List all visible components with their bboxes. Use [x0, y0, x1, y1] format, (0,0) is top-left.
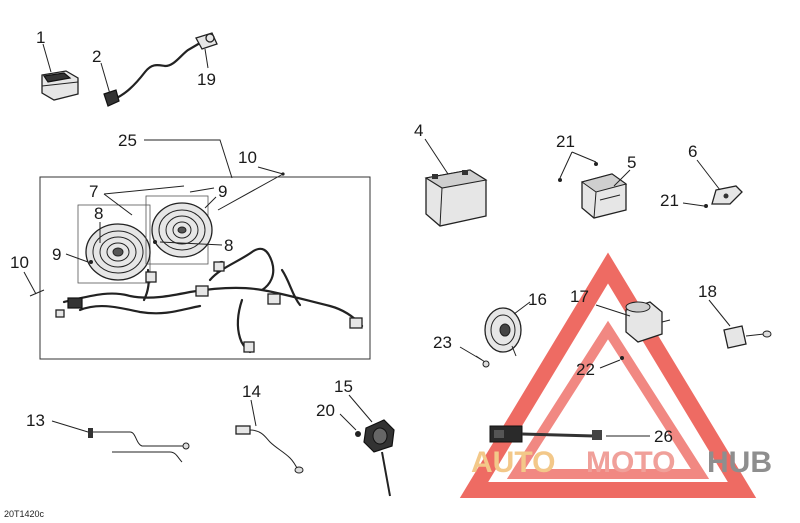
leader-10-top-b [217, 173, 284, 211]
part-26-module [489, 425, 602, 443]
callout-20: 20 [316, 401, 335, 420]
callout-9-right: 9 [218, 182, 227, 201]
watermark-auto-text: AUTO [471, 446, 555, 479]
part-22-screw [620, 356, 624, 360]
screw-21a-left [558, 178, 562, 182]
part-14-sensor-cable [235, 425, 304, 474]
part-6-bracket [711, 185, 743, 205]
callout-16: 16 [528, 290, 547, 309]
callout-13: 13 [26, 411, 45, 430]
headlight-left [77, 204, 151, 284]
callout-26: 26 [654, 427, 673, 446]
callout-17: 17 [570, 287, 589, 306]
watermark-logo [459, 252, 757, 498]
harness-group-frame [39, 176, 371, 360]
part-17-sensor-can [625, 301, 671, 343]
leader-16 [513, 301, 531, 315]
leader-9-right-a [189, 187, 215, 193]
part-15-speed-sensor [363, 419, 395, 497]
watermark-hub-text: HUB [707, 446, 772, 479]
part-18-switch [723, 325, 772, 349]
leader-21a-a [559, 151, 573, 179]
leader-15 [348, 394, 373, 423]
leader-10-left [23, 271, 37, 295]
leader-10-top [257, 166, 284, 175]
part-16-horn [484, 307, 522, 357]
leader-19 [204, 48, 209, 69]
part-20-washer [355, 431, 361, 437]
leader-9-left [65, 253, 89, 263]
callout-1: 1 [36, 28, 45, 47]
watermark-moto-text: MOTO [586, 446, 675, 479]
callout-21-right: 21 [660, 191, 679, 210]
callout-18: 18 [698, 282, 717, 301]
callout-5: 5 [627, 153, 636, 172]
leader-9-right-b [204, 196, 217, 209]
leader-4 [424, 138, 449, 175]
callout-10-left: 10 [10, 253, 29, 272]
callout-14: 14 [242, 382, 261, 401]
wiring-harness [55, 247, 364, 354]
callout-8-right: 8 [224, 236, 233, 255]
leader-21a-b [571, 151, 597, 163]
screw-21a-right [594, 162, 598, 166]
leader-2 [100, 62, 111, 95]
headlight-right [145, 195, 213, 265]
callout-22: 22 [576, 360, 595, 379]
callout-8-left: 8 [94, 204, 103, 223]
leader-1 [42, 43, 52, 73]
callout-9-left: 9 [52, 245, 61, 264]
callout-21-top: 21 [556, 132, 575, 151]
callout-23: 23 [433, 333, 452, 352]
leader-23 [459, 346, 483, 361]
callout-15: 15 [334, 377, 353, 396]
leader-13 [51, 420, 89, 433]
callout-25: 25 [118, 131, 137, 150]
leader-7a [103, 193, 133, 216]
leader-20 [339, 413, 357, 431]
callout-7: 7 [89, 182, 98, 201]
callout-10-top: 10 [238, 148, 257, 167]
leader-17 [595, 304, 631, 317]
leader-14 [250, 399, 257, 427]
leader-18 [708, 299, 731, 327]
leader-21b [682, 202, 705, 207]
leader-5 [613, 169, 631, 187]
part-13-wire-lead [88, 428, 190, 463]
leader-6 [696, 159, 721, 191]
callout-4: 4 [414, 121, 423, 140]
callout-2: 2 [92, 47, 101, 66]
leader-25 [144, 139, 233, 179]
callout-6: 6 [688, 142, 697, 161]
callout-19: 19 [197, 70, 216, 89]
part-2-sensor-lead [103, 32, 218, 107]
part-4-battery [424, 169, 488, 227]
leader-7b [103, 185, 185, 195]
leader-22 [599, 359, 621, 369]
diagram-reference-code: 20T1420c [4, 509, 45, 519]
part-1-connector-block [41, 70, 79, 101]
leader-8-right [159, 241, 223, 246]
